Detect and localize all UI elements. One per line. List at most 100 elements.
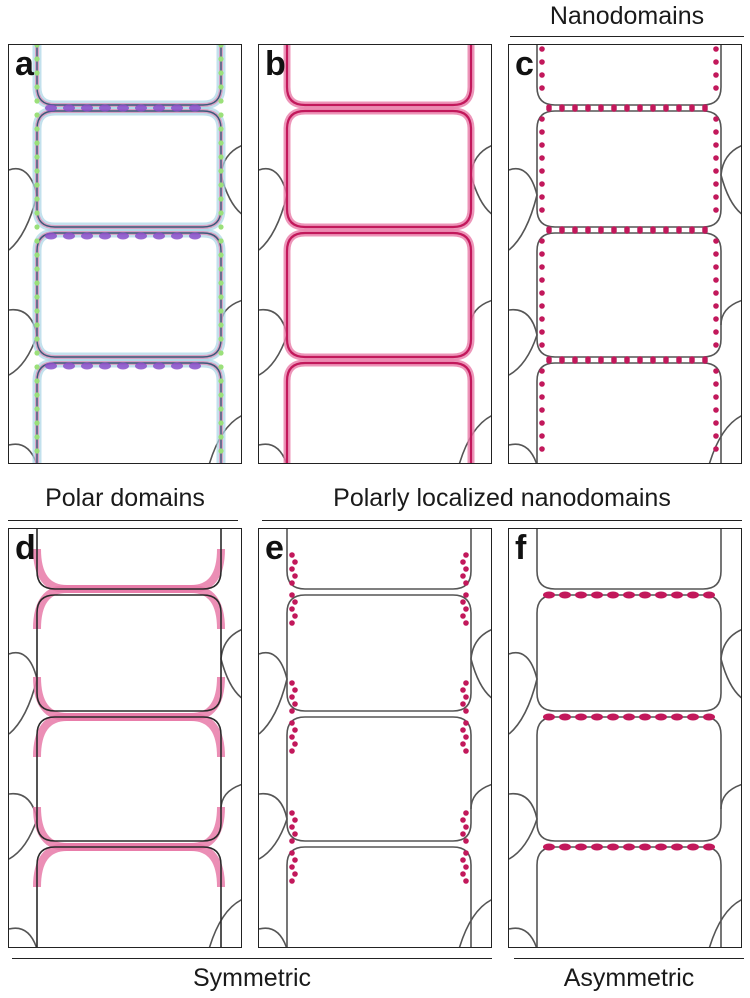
polar-nanodomain-dot [292,727,298,733]
nanodomain-green [34,140,40,146]
nanodomain-dot [539,194,545,200]
nanodomain-dot [713,155,719,161]
nanodomain-dot [539,72,545,78]
nanodomain-green [34,196,40,202]
cell-membrane-blue [32,45,226,110]
polar-nanodomain-dot [460,871,466,877]
nanodomain-green [218,154,224,160]
polar-nanodomain-dot [463,824,469,830]
panel-c: c [508,44,742,464]
asymmetric-nanodomain [575,843,587,851]
cell-membrane-pink [283,359,475,463]
nanodomain-dot [539,142,545,148]
cell-outline [285,361,473,463]
cell-membrane-blue [32,106,226,232]
nanodomain-dot [713,316,719,322]
nanodomain-green [34,266,40,272]
polar-nanodomain-dot [289,864,295,870]
nanodomain-dot [539,251,545,257]
nanodomain-dot [546,104,552,110]
panel-f-drawing [509,529,741,947]
neighbor-cell-right [458,899,491,947]
nanodomain-green [34,406,40,412]
cell-outline [536,594,722,712]
polar-nanodomain-dot [289,580,295,586]
nanodomain-dot [539,264,545,270]
polar-nanodomain-dot [463,748,469,754]
nanodomain-dot [650,356,656,362]
polar-nanodomain-dot [289,680,295,686]
asymmetric-nanodomain [671,591,683,599]
polar-nanodomain-dot [292,687,298,693]
cell-outline [36,362,222,463]
nanodomain-dot [546,356,552,362]
polar-domain-purple [81,104,93,112]
panel-label-d: d [15,529,36,567]
asymmetric-nanodomain [687,843,699,851]
panel-label-c: c [515,45,534,83]
polar-nanodomain-dot [292,701,298,707]
nanodomain-dot [611,356,617,362]
polar-nanodomain-dot [289,566,295,572]
neighbor-cell-right [720,299,741,326]
nanodomain-dot [713,407,719,413]
nanodomain-green [218,448,224,454]
cell-outline [536,232,722,358]
nanodomain-green [218,210,224,216]
polar-nanodomain-dot [463,694,469,700]
polar-domain [33,713,225,758]
polar-nanodomain-dot [463,850,469,856]
nanodomain-green [34,84,40,90]
nanodomain-dot [637,226,643,232]
nanodomain-dot [611,104,617,110]
nanodomain-dot [637,104,643,110]
nanodomain-dot [713,85,719,91]
footer-symmetric: Symmetric [192,964,312,992]
asymmetric-nanodomain [655,713,667,721]
panel-label-f: f [515,529,527,567]
polar-nanodomain-dot [289,838,295,844]
polar-nanodomain-dot [463,606,469,612]
nanodomain-dot [713,264,719,270]
panel-a: a [8,44,242,464]
asymmetric-nanodomain [559,591,571,599]
cell-membrane-pink [35,231,223,359]
nanodomain-dot [713,168,719,174]
panel-label-b: b [265,45,286,83]
nanodomain-dot [624,356,630,362]
nanodomain-dot [689,104,695,110]
nanodomain-dot [539,433,545,439]
cell-outline [536,45,722,106]
nanodomain-green [218,350,224,356]
polar-domain-purple [189,362,201,370]
panel-d: d [8,528,242,948]
asymmetric-nanodomain [575,591,587,599]
nanodomain-dot [624,104,630,110]
nanodomain-green [218,196,224,202]
polar-domain-purple [135,362,147,370]
nanodomain-dot [713,181,719,187]
polar-nanodomain-dot [292,599,298,605]
nanodomain-dot [539,46,545,52]
neighbor-cell-right [220,783,241,810]
nanodomain-green [218,322,224,328]
polar-nanodomain-dot [463,720,469,726]
neighbor-cell-left [9,792,38,860]
polar-nanodomain-dot [460,559,466,565]
header-nanodomains: Nanodomains [549,2,705,30]
asymmetric-nanodomain [671,843,683,851]
nanodomain-dot [585,104,591,110]
nanodomain-dot [676,226,682,232]
nanodomain-dot [539,277,545,283]
panel-c-drawing [509,45,741,463]
cell-outline [286,846,472,947]
polar-nanodomain-dot [289,606,295,612]
polar-domain-purple [153,104,165,112]
asymmetric-nanodomain [639,843,651,851]
asymmetric-nanodomain [623,843,635,851]
polar-domain-purple [153,362,165,370]
cell-outline [536,110,722,228]
nanodomain-dot [539,59,545,65]
nanodomain-green [34,224,40,230]
nanodomain-dot [713,129,719,135]
